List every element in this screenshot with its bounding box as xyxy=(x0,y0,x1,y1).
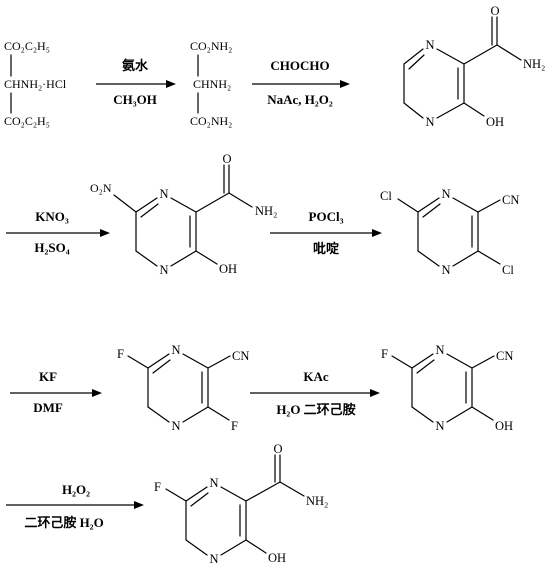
c6-n1: N xyxy=(171,343,180,357)
c4-amide-nh2: NH₂ xyxy=(255,204,277,218)
c4-hydroxy: OH xyxy=(219,262,237,276)
reaction-arrow-7: H₂O₂ 二环己胺 H₂O xyxy=(6,482,144,530)
c6-n4: N xyxy=(171,419,180,433)
step4-base: 吡啶 xyxy=(313,241,339,256)
c7-nitrile: CN xyxy=(496,349,513,363)
c2-amide-bottom: CO₂NH₂ xyxy=(190,114,232,128)
step5-reagent: KF xyxy=(39,369,57,384)
step7-reagent: H₂O₂ xyxy=(62,482,90,497)
c8-n1: N xyxy=(209,476,218,490)
c5-n4: N xyxy=(441,263,450,277)
step6-conditions: H₂O 二环己胺 xyxy=(276,402,355,417)
c8-carbonyl-o: O xyxy=(273,442,282,456)
c4-n1: N xyxy=(159,187,168,201)
c2-amide-top: CO₂NH₂ xyxy=(190,39,232,53)
c1-amine-hcl: CHNH₂·HCl xyxy=(4,77,67,91)
compound-dichloropyrazine-carbonitrile: N N Cl CN Cl xyxy=(380,187,519,277)
reaction-arrow-6: KAc H₂O 二环己胺 xyxy=(250,369,380,417)
compound-favipiravir: N N F O NH₂ OH xyxy=(154,442,328,566)
compound-hydroxypyrazine-carboxamide: N N O NH₂ OH xyxy=(403,4,545,129)
step5-solvent: DMF xyxy=(33,400,63,415)
c8-amide-nh2: NH₂ xyxy=(306,494,328,508)
reaction-arrow-2: CHOCHO NaAc, H₂O₂ xyxy=(252,58,350,107)
c6-nitrile: CN xyxy=(232,349,249,363)
compound-diethyl-aminomalonate: CO₂C₂H₅ CHNH₂·HCl CO₂C₂H₅ xyxy=(4,39,67,128)
c5-chloro-3: Cl xyxy=(502,263,514,277)
compound-aminomalonamide: CO₂NH₂ CHNH₂ CO₂NH₂ xyxy=(190,39,232,128)
c3-amide-nh2: NH₂ xyxy=(523,57,545,71)
c7-n1: N xyxy=(435,343,444,357)
c3-n1: N xyxy=(425,38,434,52)
step1-reagent: 氨水 xyxy=(121,58,149,73)
c5-nitrile: CN xyxy=(502,193,519,207)
step2-reagent: CHOCHO xyxy=(270,58,329,73)
c4-carbonyl-o: O xyxy=(222,152,231,166)
c6-fluoro-6: F xyxy=(117,347,124,361)
reaction-arrow-3: KNO₃ H₂SO₄ xyxy=(6,209,110,255)
compound-fluoro-hydroxypyrazine-carbonitrile: N N F CN OH xyxy=(381,343,513,433)
c4-nitro: O₂N xyxy=(90,181,112,195)
compound-difluoropyrazine-carbonitrile: N N F CN F xyxy=(117,343,249,433)
step6-reagent: KAc xyxy=(303,369,329,384)
c5-n1: N xyxy=(441,187,450,201)
reaction-arrow-1: 氨水 CH₃OH xyxy=(96,58,176,107)
reaction-arrow-5: KF DMF xyxy=(10,369,102,415)
c7-n4: N xyxy=(435,419,444,433)
c8-n4: N xyxy=(209,552,218,566)
step4-reagent: POCl₃ xyxy=(309,209,344,224)
c1-ester-bottom: CO₂C₂H₅ xyxy=(4,114,50,128)
c8-fluoro: F xyxy=(154,480,161,494)
step3-acid: H₂SO₄ xyxy=(34,240,69,255)
c6-fluoro-3: F xyxy=(231,419,238,433)
step1-solvent: CH₃OH xyxy=(113,92,157,107)
c1-ester-top: CO₂C₂H₅ xyxy=(4,39,50,53)
c3-hydroxy: OH xyxy=(486,115,504,129)
c7-fluoro: F xyxy=(381,347,388,361)
c5-chloro-6: Cl xyxy=(380,189,392,203)
c3-n4: N xyxy=(425,115,434,129)
step2-conditions: NaAc, H₂O₂ xyxy=(267,92,333,107)
reaction-arrow-4: POCl₃ 吡啶 xyxy=(270,209,382,256)
step3-reagent: KNO₃ xyxy=(35,209,69,224)
c4-n4: N xyxy=(159,263,168,277)
c3-carbonyl-o: O xyxy=(490,4,499,18)
c7-hydroxy: OH xyxy=(495,419,513,433)
c8-hydroxy: OH xyxy=(268,551,286,565)
step7-conditions: 二环己胺 H₂O xyxy=(24,515,103,530)
compound-nitro-hydroxypyrazine-carboxamide: N N O₂N O NH₂ OH xyxy=(90,152,277,277)
c2-amine: CHNH₂ xyxy=(193,77,231,91)
